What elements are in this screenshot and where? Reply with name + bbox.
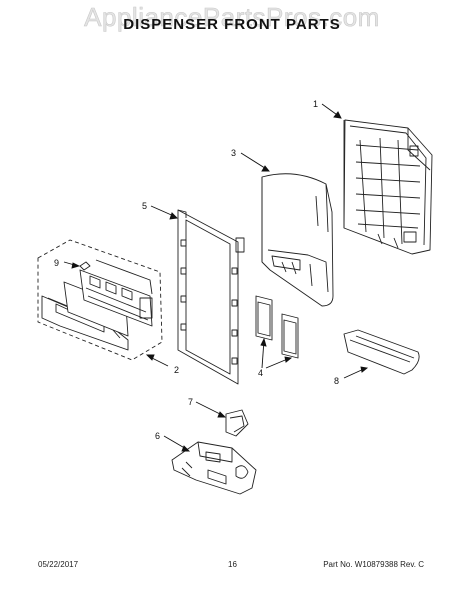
callout-4: 4 (258, 368, 263, 378)
part-3-dispenser-chute (261, 173, 334, 307)
part-6-switch-housing (171, 441, 257, 495)
part-4-pads (255, 295, 299, 359)
part-8-drip-tray (343, 329, 420, 375)
part-7-dispenser-lever (225, 409, 249, 437)
callout-7: 7 (188, 397, 193, 407)
footer-page-number: 16 (228, 560, 237, 569)
callout-1: 1 (313, 99, 318, 109)
part-1-dispenser-housing (343, 119, 433, 255)
callout-5: 5 (142, 201, 147, 211)
footer-part-number: Part No. W10879388 Rev. C (323, 560, 424, 569)
callout-6: 6 (155, 431, 160, 441)
part-2-control-panel-assembly (37, 239, 163, 361)
callout-9: 9 (54, 258, 59, 268)
watermark: AppliancePartsPros.com (84, 2, 380, 33)
part-5-dispenser-frame (177, 209, 245, 385)
part-9-clip (79, 261, 91, 271)
callout-3: 3 (231, 148, 236, 158)
page-title: DISPENSER FRONT PARTS (123, 16, 341, 33)
callout-2: 2 (174, 365, 179, 375)
footer-date: 05/22/2017 (38, 560, 79, 569)
callout-8: 8 (334, 376, 339, 386)
